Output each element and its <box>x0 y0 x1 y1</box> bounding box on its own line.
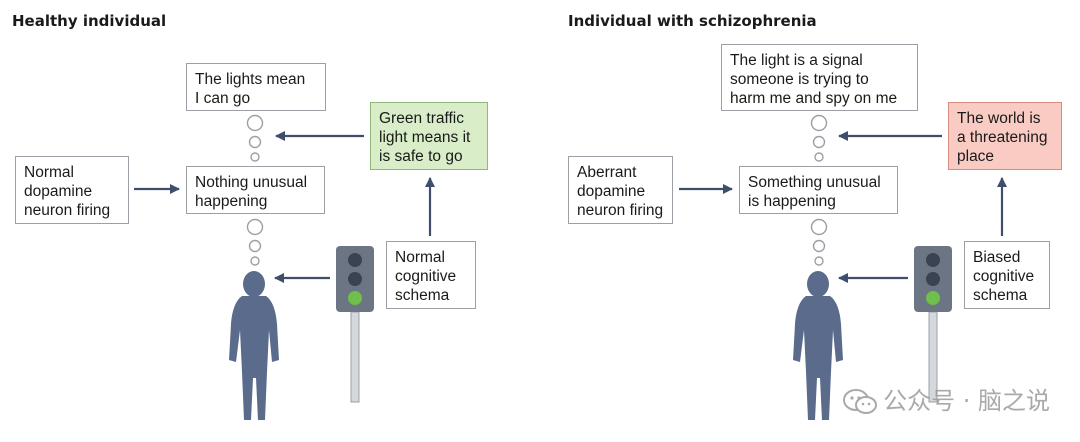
interpretation-box: Green traffic light means it is safe to … <box>370 102 488 170</box>
panel-healthy: Healthy individual The lights mean I can… <box>12 12 488 420</box>
person-icon <box>793 271 843 420</box>
panel-schizophrenia: Individual with schizophrenia The light … <box>540 0 1080 442</box>
panel-title: Individual with schizophrenia <box>568 12 817 30</box>
thought-bubbles-upper <box>810 114 828 162</box>
healthy-diagram-graphics <box>134 114 435 420</box>
thought-bubbles-lower <box>246 218 264 266</box>
panel-title: Healthy individual <box>12 12 167 30</box>
belief-box: The light is a signal someone is trying … <box>721 44 918 111</box>
watermark: 公众号 · 脑之说 <box>843 381 1050 416</box>
perception-box: Nothing unusual happening <box>186 166 325 214</box>
cognitive-schema-box: Normal cognitive schema <box>386 241 476 309</box>
person-icon <box>229 271 279 420</box>
cognitive-schema-box: Biased cognitive schema <box>964 241 1050 309</box>
perception-box: Something unusual is happening <box>739 166 898 214</box>
interpretation-box: The world is a threatening place <box>948 102 1062 170</box>
traffic-light-icon <box>336 246 374 403</box>
thought-bubbles-lower <box>810 218 828 266</box>
dopamine-input-box: Normal dopamine neuron firing <box>15 156 129 224</box>
watermark-text: 公众号 · 脑之说 <box>883 387 1050 415</box>
traffic-light-icon <box>914 246 952 403</box>
schizophrenia-diagram-graphics <box>679 114 1007 420</box>
wechat-icon <box>843 389 878 414</box>
dopamine-input-box: Aberrant dopamine neuron firing <box>568 156 673 224</box>
belief-box: The lights mean I can go <box>186 63 326 111</box>
thought-bubbles-upper <box>246 114 264 162</box>
